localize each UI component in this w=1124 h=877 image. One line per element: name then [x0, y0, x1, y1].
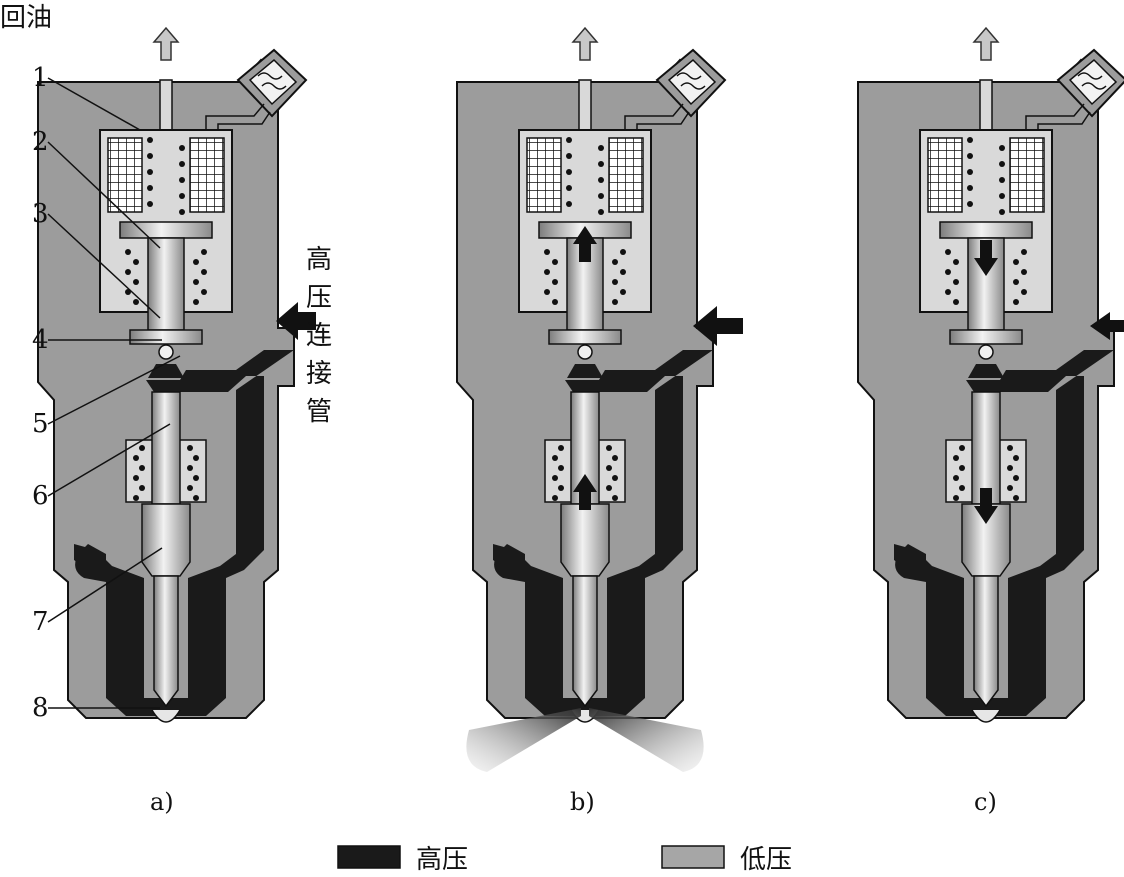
part-number-8: 8 [32, 693, 49, 723]
inlet-char-4: 接 [306, 359, 332, 389]
inlet-char-5: 管 [306, 397, 332, 427]
part-number-2: 2 [32, 127, 49, 157]
high-pressure-inlet-label: 高 压 连 接 管 [306, 245, 332, 427]
part-number-1: 1 [32, 63, 49, 93]
part-number-3: 3 [32, 199, 49, 229]
legend-label-high: 高压 [416, 845, 468, 873]
inlet-char-3: 连 [306, 321, 332, 351]
legend-label-low: 低压 [740, 845, 792, 873]
part-number-7: 7 [32, 607, 49, 637]
inlet-char-2: 压 [306, 283, 332, 313]
subfigure-a-label: a) [150, 788, 174, 816]
leader-lines [47, 77, 181, 709]
part-number-5: 5 [32, 409, 49, 439]
return-oil-label: 回油 [0, 3, 52, 33]
part-number-4: 4 [32, 325, 49, 355]
part-number-6: 6 [32, 481, 49, 511]
injector-b [456, 27, 743, 772]
legend-swatch-high [337, 845, 401, 869]
legend: 高压 低压 [337, 845, 792, 875]
subfigure-c-label: c) [974, 788, 997, 816]
inlet-char-1: 高 [306, 245, 332, 275]
legend-swatch-low [661, 845, 725, 869]
injector-a [37, 27, 316, 723]
subfigure-b-label: b) [570, 788, 595, 816]
injector-c [857, 27, 1124, 723]
